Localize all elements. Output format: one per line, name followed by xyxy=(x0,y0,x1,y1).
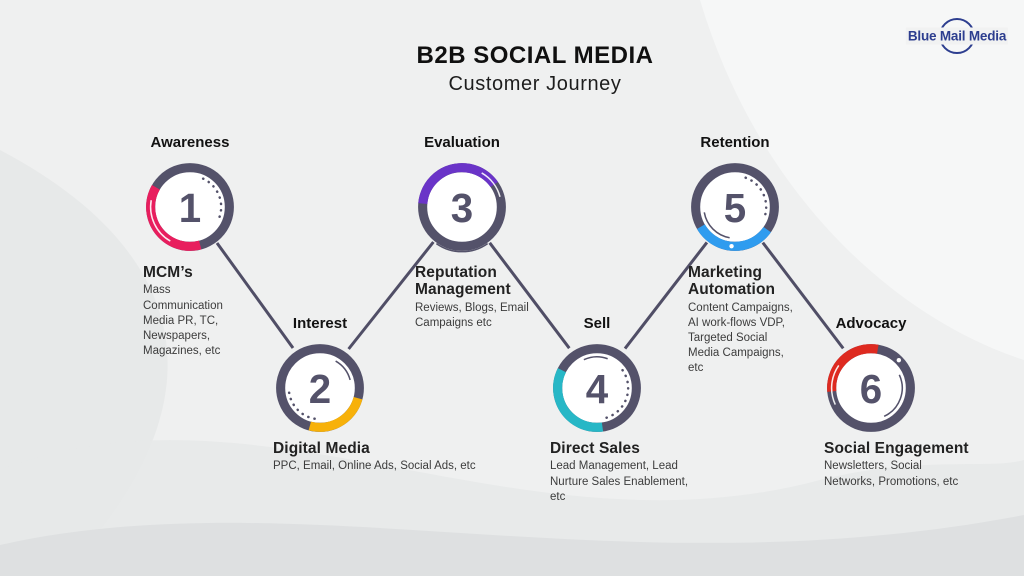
ring-dot xyxy=(896,357,902,363)
stage-label: Evaluation xyxy=(424,134,500,151)
stage-text: MCM’s Mass Communication Media PR, TC, N… xyxy=(143,264,223,359)
stage-title: Marketing Automation xyxy=(688,264,776,299)
stage-text: Direct Sales Lead Management, Lead Nurtu… xyxy=(550,440,688,505)
stage-number: 5 xyxy=(724,185,746,231)
stage-text: Digital Media PPC, Email, Online Ads, So… xyxy=(273,440,476,475)
thin-arc xyxy=(149,200,171,242)
dotted-arc xyxy=(603,368,630,420)
stage-2-ring-icon: 2 xyxy=(276,344,364,432)
stage-description: Lead Management, Lead Nurture Sales Enab… xyxy=(550,460,689,503)
connector-3-4 xyxy=(488,241,571,350)
stage-sell: Sell 4 Direct Sales Lead Management, Lea… xyxy=(505,315,689,505)
thin-arc xyxy=(583,356,608,361)
stage-description: PPC, Email, Online Ads, Social Ads, etc xyxy=(273,460,476,473)
stage-label: Advocacy xyxy=(835,315,907,332)
stage-awareness: Awareness 1 MCM’s Mass Communication Med… xyxy=(98,134,282,359)
blue-mail-media-logo: Blue Mail Media xyxy=(904,13,1010,59)
title-main: B2B SOCIAL MEDIA xyxy=(416,42,654,69)
stage-number: 1 xyxy=(179,185,201,231)
page-title: B2B SOCIAL MEDIA Customer Journey xyxy=(46,42,1024,96)
stage-description: Newsletters, Social Networks, Promotions… xyxy=(824,460,959,488)
stage-description: Mass Communication Media PR, TC, Newspap… xyxy=(143,284,223,358)
connector-4-5 xyxy=(623,241,709,350)
connector-1-2 xyxy=(215,242,295,349)
stage-title: MCM’s xyxy=(143,264,193,281)
stage-number: 6 xyxy=(860,366,882,412)
ring-accent xyxy=(691,163,779,251)
stage-5-ring-icon: 5 xyxy=(691,163,779,251)
stage-description: Reviews, Blogs, Email Campaigns etc xyxy=(415,301,529,329)
stage-number: 3 xyxy=(451,185,473,231)
stage-retention: Retention 5 Marketing Automation Content… xyxy=(643,134,827,377)
thin-arc xyxy=(481,172,501,198)
stage-text: Reputation Management Reviews, Blogs, Em… xyxy=(415,264,529,331)
stage-3-ring-icon: 3 xyxy=(418,163,506,253)
title-subtitle: Customer Journey xyxy=(448,73,622,95)
stage-interest: Interest 2 Digital Media PPC, Email, Onl… xyxy=(228,315,476,475)
stage-label: Retention xyxy=(700,134,770,151)
thin-arc xyxy=(335,360,351,381)
stage-label: Awareness xyxy=(150,134,230,151)
dotted-arc xyxy=(287,389,316,420)
stage-evaluation: Evaluation 3 Reputation Management Revie… xyxy=(370,134,554,331)
stage-number: 2 xyxy=(309,366,331,412)
stage-text: Marketing Automation Content Campaigns, … xyxy=(688,264,793,377)
stage-description: Content Campaigns, AI work-flows VDP, Ta… xyxy=(688,301,793,375)
stage-title: Social Engagement xyxy=(824,440,969,457)
outer-thin-arc xyxy=(435,242,489,253)
thin-arc xyxy=(830,364,840,405)
stage-text: Social Engagement Newsletters, Social Ne… xyxy=(824,440,969,490)
thin-arc xyxy=(703,212,730,239)
stage-advocacy: Advocacy 6 Social Engagement Newsletters… xyxy=(779,315,969,490)
stage-6-ring-icon: 6 xyxy=(827,344,915,432)
stage-title: Direct Sales xyxy=(550,440,640,457)
stage-title: Reputation Management xyxy=(415,264,511,299)
stage-4-ring-icon: 4 xyxy=(553,344,641,432)
stage-1-ring-icon: 1 xyxy=(146,163,234,251)
ring-dot xyxy=(729,243,734,249)
connector-5-6 xyxy=(761,241,845,350)
stage-label: Sell xyxy=(583,315,611,332)
ring-accent xyxy=(553,344,641,432)
connector-2-3 xyxy=(347,241,435,350)
stage-label: Interest xyxy=(292,315,348,332)
logo-text: Blue Mail Media xyxy=(905,27,1009,45)
stage-title: Digital Media xyxy=(273,440,370,457)
stage-number: 4 xyxy=(586,366,609,412)
thin-arc-2 xyxy=(883,374,903,418)
ring-accent xyxy=(418,163,506,251)
